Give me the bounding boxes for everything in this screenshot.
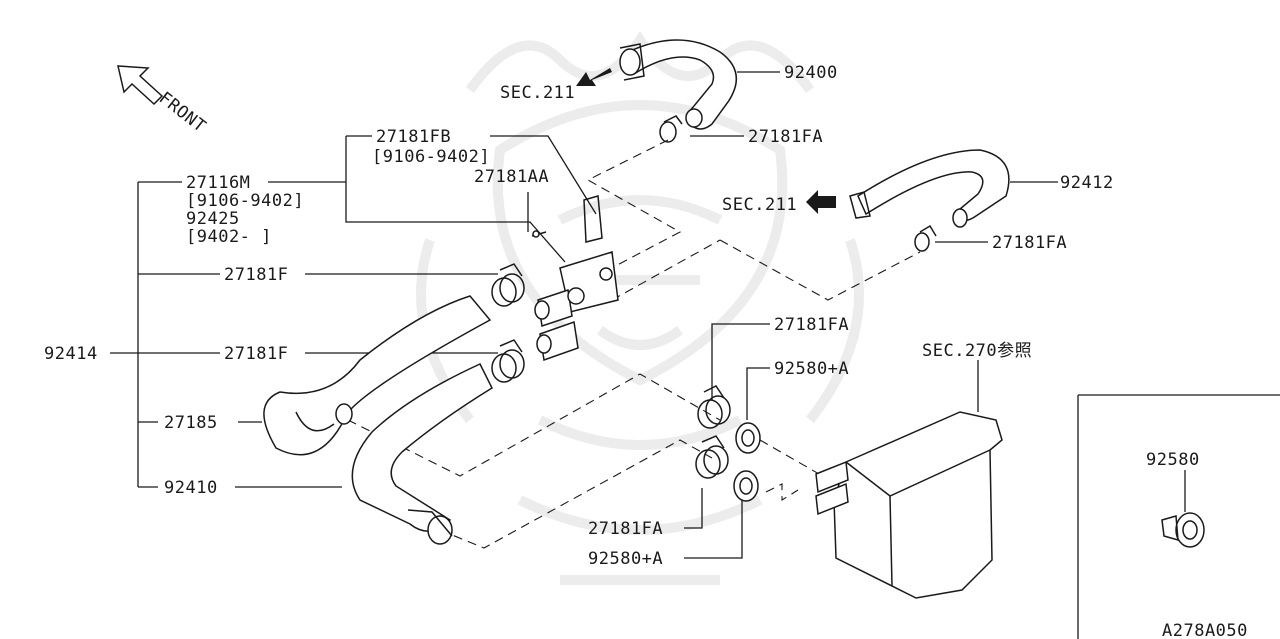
front-label: FRONT	[155, 88, 210, 137]
grommets	[733, 422, 1205, 548]
part-27181FA-label-3: 27181FA	[774, 315, 849, 335]
part-92425-label: 92425	[186, 209, 240, 229]
part-92580A-label-2: 92580+A	[588, 549, 663, 569]
part-92414-label: 92414	[44, 344, 98, 364]
heater-valve-assembly	[531, 195, 619, 362]
part-27181AA-label: 27181AA	[474, 167, 549, 187]
front-arrow-icon	[117, 65, 164, 106]
part-92412-label: 92412	[1060, 173, 1114, 193]
watermark-emblem	[416, 30, 864, 585]
reservoir-tank	[815, 411, 1003, 599]
sec211-top-label: SEC.211	[500, 83, 575, 103]
diagram-code-label: A278A050	[1162, 621, 1248, 639]
hose-92412	[849, 149, 1010, 228]
hose-92400	[619, 39, 737, 130]
hose-92410	[351, 363, 493, 545]
part-27116M-date: [9106-9402]	[186, 191, 304, 211]
hose-92414	[263, 295, 492, 456]
clamps	[491, 115, 937, 479]
sec211-mid-label: SEC.211	[722, 195, 797, 215]
part-27185-label: 27185	[164, 413, 218, 433]
part-27181FB-date: [9106-9402]	[372, 147, 490, 167]
part-92410-label: 92410	[164, 478, 218, 498]
part-92425-date: [9402- ]	[186, 227, 272, 247]
part-92580A-label-1: 92580+A	[774, 359, 849, 379]
sec211-arrows	[576, 68, 836, 214]
part-27181FB-label: 27181FB	[376, 127, 451, 147]
part-27181FA-label-1: 27181FA	[748, 127, 823, 147]
part-27116M-label: 27116M	[186, 173, 250, 193]
part-27181F-label-2: 27181F	[224, 344, 288, 364]
part-92400-label: 92400	[784, 63, 838, 83]
part-27181FA-label-4: 27181FA	[588, 519, 663, 539]
part-27181F-label-1: 27181F	[224, 265, 288, 285]
sec270-label: SEC.270参照	[922, 341, 1032, 361]
leader-lines	[110, 71, 1280, 639]
part-27181FA-label-2: 27181FA	[992, 233, 1067, 253]
part-92580-label: 92580	[1146, 450, 1200, 470]
